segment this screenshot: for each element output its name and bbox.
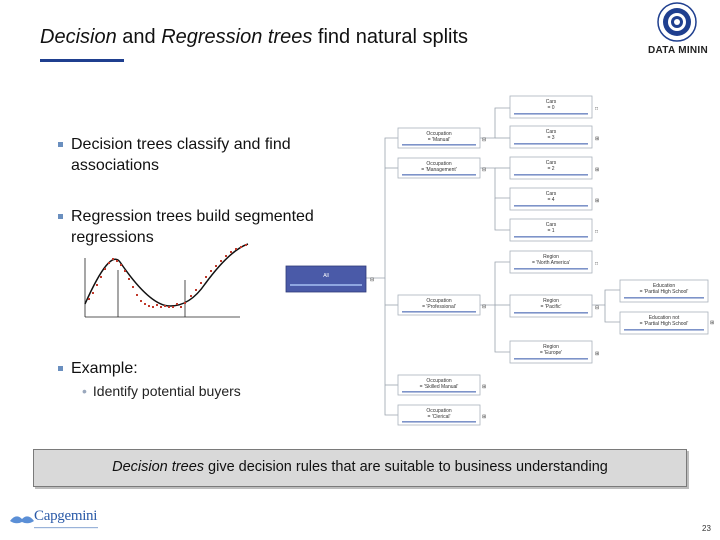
tree-node-cars-0[interactable]: Cars = 0 <box>509 95 593 119</box>
tree-node-education-partial-high-school[interactable]: Education = 'Partial High School' <box>619 279 709 303</box>
node-toggle-icons[interactable]: ⊟ ⊟ ⊟ ⊞ ⊞ □ ⊞ ⊞ ⊞ □ □ ⊟ ⊞ ⊞ <box>482 106 714 420</box>
expand-icon[interactable]: ⊟ <box>370 277 374 283</box>
tree-node-cars-2[interactable]: Cars = 2 <box>509 156 593 180</box>
node-title: Occupation <box>426 161 452 167</box>
plot-data-points <box>88 244 247 308</box>
tree-node-education-not-partial-high-school[interactable]: Education not = 'Partial High School' <box>619 311 709 335</box>
title-regression-trees: Regression trees <box>161 26 313 48</box>
leaf-icon[interactable]: □ <box>595 261 598 267</box>
node-condition: = 4 <box>547 197 554 203</box>
node-condition: = 'Management' <box>421 167 456 173</box>
node-title: Cars <box>546 160 557 166</box>
tree-node-region-pacific[interactable]: Region = 'Pacific' <box>509 294 593 318</box>
collapse-icon[interactable]: ⊟ <box>482 167 486 173</box>
collapse-icon[interactable]: ⊟ <box>482 137 486 143</box>
leaf-icon[interactable]: ⊞ <box>595 351 599 357</box>
node-condition: = 'Partial High School' <box>640 321 689 327</box>
expand-icon[interactable]: ⊞ <box>482 384 486 390</box>
node-title: Occupation <box>426 131 452 137</box>
collapse-icon[interactable]: ⊟ <box>482 304 486 310</box>
node-condition: = 3 <box>547 135 554 141</box>
bullet-regression-trees: Regression trees build segmented regress… <box>58 206 371 248</box>
bullet-text: Example: <box>71 360 138 377</box>
tree-node-region-north-america[interactable]: Region = 'North America' <box>509 250 593 274</box>
node-title: Cars <box>546 222 557 228</box>
tree-node-cars-4[interactable]: Cars = 4 <box>509 187 593 211</box>
node-condition: = 'Europe' <box>540 350 562 356</box>
node-title: Cars <box>546 191 557 197</box>
node-title: Education not <box>649 315 680 321</box>
leaf-icon[interactable]: □ <box>595 229 598 235</box>
node-condition: = 1 <box>547 228 554 234</box>
tree-root-node: All ⊟ <box>285 265 374 293</box>
capgemini-logo-icon <box>10 516 98 529</box>
leaf-icon[interactable]: ⊞ <box>710 320 714 326</box>
node-condition: = 'Partial High School' <box>640 289 689 295</box>
leaf-icon[interactable]: □ <box>595 106 598 112</box>
node-title: Region <box>543 344 559 350</box>
tree-node-occupation-professional[interactable]: Occupation = 'Professional' <box>397 294 481 316</box>
title-decision: Decision <box>40 26 117 48</box>
bullet-text: Decision trees classify and find associa… <box>71 136 291 174</box>
data-mining-logo-icon <box>657 2 697 42</box>
node-title: Cars <box>546 99 557 105</box>
footer-logo-text: Capgemini <box>34 508 98 524</box>
node-title: Cars <box>546 129 557 135</box>
tree-node-occupation-management[interactable]: Occupation = 'Management' <box>397 157 481 179</box>
sub-bullet-marker-icon: • <box>82 383 87 399</box>
node-title: Region <box>543 254 559 260</box>
title-suffix: find natural splits <box>312 26 469 48</box>
bullet-marker-icon <box>58 214 63 219</box>
plot-fit-curve <box>84 243 249 307</box>
summary-callout: Decision trees give decision rules that … <box>33 449 687 487</box>
tree-node-occupation-skilled-manual[interactable]: Occupation = 'Skilled Manual' <box>397 374 481 396</box>
node-title: Occupation <box>426 408 452 414</box>
title-and: and <box>116 26 162 48</box>
node-condition: = 'Manual' <box>428 137 451 143</box>
slide-title: Decision and Regression trees find natur… <box>40 26 468 49</box>
tree-node-region-europe[interactable]: Region = 'Europe' <box>509 340 593 364</box>
leaf-icon[interactable]: ⊞ <box>595 198 599 204</box>
sub-bullet: • Identify potential buyers <box>82 383 241 399</box>
node-condition: = 'Clerical' <box>428 414 451 420</box>
tree-node-cars-1[interactable]: Cars = 1 <box>509 218 593 242</box>
node-title: Occupation <box>426 378 452 384</box>
node-condition: = 'Pacific' <box>541 304 562 310</box>
bullet-example: Example: <box>58 358 371 379</box>
tree-node-occupation-clerical[interactable]: Occupation = 'Clerical' <box>397 404 481 426</box>
leaf-icon[interactable]: ⊞ <box>595 136 599 142</box>
decision-tree-diagram: All ⊟ Occupation = 'Manual' Occupation =… <box>285 95 714 426</box>
bullet-marker-icon <box>58 366 63 371</box>
bullet-text: Regression trees build segmented regress… <box>71 208 314 246</box>
root-label: All <box>323 273 329 279</box>
tree-node-occupation-manual[interactable]: Occupation = 'Manual' <box>397 127 481 149</box>
node-condition: = 0 <box>547 105 554 111</box>
node-condition: = 'North America' <box>532 260 570 266</box>
sub-bullet-text: Identify potential buyers <box>92 383 241 399</box>
node-condition: = 'Professional' <box>422 304 456 310</box>
node-title: Region <box>543 298 559 304</box>
node-condition: = 'Skilled Manual' <box>420 384 459 390</box>
callout-italic: Decision trees <box>112 459 205 475</box>
leaf-icon[interactable]: ⊞ <box>595 167 599 173</box>
bullet-decision-trees: Decision trees classify and find associa… <box>58 134 371 176</box>
tree-connectors <box>366 107 620 416</box>
segmented-regression-plot <box>84 243 249 318</box>
node-condition: = 2 <box>547 166 554 172</box>
brand-text: DATA MININ <box>648 45 709 56</box>
node-title: Education <box>653 283 675 289</box>
tree-node-cars-3[interactable]: Cars = 3 <box>509 125 593 149</box>
expand-icon[interactable]: ⊞ <box>482 414 486 420</box>
collapse-icon[interactable]: ⊟ <box>595 305 599 311</box>
node-title: Occupation <box>426 298 452 304</box>
page-number: 23 <box>702 524 711 533</box>
bullet-marker-icon <box>58 142 63 147</box>
title-underline <box>40 59 124 62</box>
callout-text: Decision trees give decision rules that … <box>34 459 686 475</box>
callout-rest: give decision rules that are suitable to… <box>204 459 608 475</box>
